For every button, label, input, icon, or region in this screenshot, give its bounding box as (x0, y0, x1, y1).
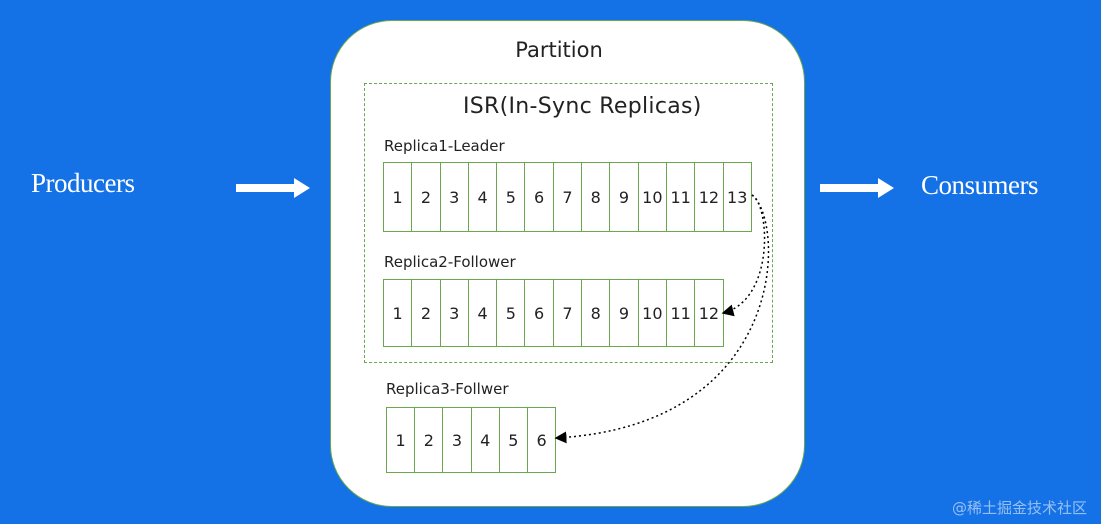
replica-cell: 12 (695, 163, 724, 231)
replica-cell: 11 (667, 280, 696, 346)
replica-cell: 5 (497, 163, 526, 231)
replica-cell: 7 (554, 163, 583, 231)
replica-cell: 7 (554, 280, 583, 346)
replica-cell: 5 (500, 408, 528, 472)
replica-cell: 6 (525, 163, 554, 231)
replica-cell: 5 (497, 280, 526, 346)
partition-box (330, 20, 805, 507)
replica-cell: 11 (667, 163, 696, 231)
replica-cell: 10 (639, 280, 667, 346)
replica-cell: 3 (441, 280, 469, 346)
replica-cell: 8 (582, 163, 611, 231)
replica-cell: 3 (443, 408, 472, 472)
isr-box (364, 83, 773, 363)
replica-cell: 2 (415, 408, 444, 472)
replica-cell: 4 (472, 408, 500, 472)
replica-label: Replica3-Follwer (386, 380, 509, 398)
isr-title: ISR(In-Sync Replicas) (463, 94, 702, 119)
replica-cell: 6 (525, 280, 554, 346)
producers-label: Producers (31, 168, 135, 198)
watermark: @稀土掘金技术社区 (951, 499, 1087, 517)
consumers-label: Consumers (921, 170, 1039, 200)
replica-label: Replica2-Follower (384, 253, 516, 271)
replica-cell: 1 (387, 408, 416, 472)
replica1-to-replica3-connector (554, 194, 770, 444)
replica1-to-replica2-connector (721, 194, 766, 317)
partition-title: Partition (515, 38, 603, 62)
replica-cell: 4 (469, 280, 498, 346)
replica-cell: 9 (610, 163, 639, 231)
producers-arrow-icon (236, 178, 310, 198)
replica-label: Replica1-Leader (384, 137, 505, 155)
consumers-arrow-icon (820, 178, 894, 198)
replica-cell: 8 (582, 280, 611, 346)
replica-cell: 2 (412, 163, 441, 231)
replica-cell: 2 (412, 280, 441, 346)
replica-cell: 10 (639, 163, 667, 231)
replica-cell: 1 (384, 280, 413, 346)
replica-cell: 9 (610, 280, 639, 346)
replica-cell: 3 (441, 163, 469, 231)
replica-cell: 13 (724, 163, 752, 231)
replica-cell: 4 (469, 163, 498, 231)
replica-cell: 1 (384, 163, 413, 231)
